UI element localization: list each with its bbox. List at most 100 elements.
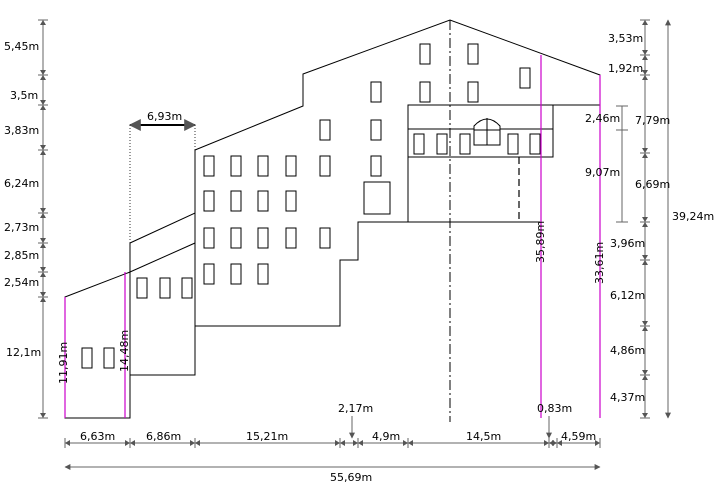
- dimension-arrowhead: [642, 75, 648, 80]
- dimension-arrowhead: [642, 321, 648, 326]
- dimension-arrowhead: [642, 413, 648, 418]
- mid-dim-label-0: 2,46m: [585, 112, 620, 125]
- bottom-dim-label-7: 4,59m: [561, 430, 596, 443]
- second-annex-outline: [129, 212, 196, 418]
- dimension-arrowhead: [642, 255, 648, 260]
- dimension-arrowhead: [358, 440, 363, 446]
- right-outer-dim-label: 39,24m: [672, 210, 714, 223]
- main-building-outline: [194, 19, 601, 327]
- left-dim-label-5: 2,85m: [4, 249, 39, 262]
- mid-dim-label-1: 9,07m: [585, 166, 620, 179]
- window: [319, 119, 331, 141]
- dimension-arrowhead: [65, 440, 70, 446]
- dimension-arrowhead: [642, 55, 648, 60]
- vertical-label-11-91: 11,91m: [57, 342, 70, 384]
- window: [203, 190, 215, 212]
- dimension-arrowhead: [642, 50, 648, 55]
- window: [203, 155, 215, 177]
- dimension-arrowhead: [408, 440, 413, 446]
- dimension-arrowhead: [195, 440, 200, 446]
- window: [257, 190, 269, 212]
- total-dim-label: 55,69m: [330, 471, 372, 484]
- large-window: [363, 181, 391, 215]
- top-dimension: 6,93m: [128, 110, 197, 131]
- window: [413, 133, 425, 155]
- dimension-arrowhead: [40, 208, 46, 213]
- dimension-arrowhead: [552, 440, 557, 446]
- dimension-arrowhead: [40, 75, 46, 80]
- window: [230, 227, 242, 249]
- vertical-label-33-61: 33,61m: [593, 242, 606, 284]
- right-dim-label-2: 7,79m: [635, 114, 670, 127]
- window: [230, 263, 242, 285]
- dimension-arrowhead: [642, 326, 648, 331]
- dimension-arrowhead: [353, 440, 358, 446]
- window: [230, 155, 242, 177]
- left-dim-label-0: 5,45m: [4, 40, 39, 53]
- dimension-arrowhead: [125, 440, 130, 446]
- bottom-dim-label-1: 6,86m: [146, 430, 181, 443]
- dimension-arrowhead: [642, 260, 648, 265]
- bottom-dim-label-5: 14,5m: [466, 430, 501, 443]
- left-dim-label-2: 3,83m: [4, 124, 39, 137]
- window: [230, 190, 242, 212]
- window: [519, 67, 531, 89]
- dimension-arrowhead: [40, 213, 46, 218]
- vertical-height-labels: 11,91m 14,48m 35,89m 33,61m: [57, 221, 606, 384]
- window: [319, 155, 331, 177]
- dimension-arrowhead: [642, 70, 648, 75]
- bottom-dim-label-4: 4,9m: [372, 430, 400, 443]
- dimension-arrowhead: [642, 153, 648, 158]
- bottom-dim-label-2: 15,21m: [246, 430, 288, 443]
- window: [136, 277, 148, 299]
- window: [419, 43, 431, 65]
- dimension-arrowhead: [642, 217, 648, 222]
- dimension-arrowhead: [642, 148, 648, 153]
- mid-dimension-chain: 2,46m 9,07m: [585, 105, 628, 223]
- left-dimension-chain: 5,45m 3,5m 3,83m 6,24m 2,73m 2,85m 2,54m…: [4, 19, 48, 419]
- dimension-arrowhead: [642, 20, 648, 25]
- right-dim-label-1: 1,92m: [608, 62, 643, 75]
- dimension-arrowhead: [40, 150, 46, 155]
- window: [257, 263, 269, 285]
- dimension-arrowhead: [130, 440, 135, 446]
- second-annex-eave-line: [129, 242, 196, 273]
- dimension-arrowhead: [40, 292, 46, 297]
- height-markers: [64, 55, 601, 418]
- vertical-label-35-89: 35,89m: [534, 221, 547, 263]
- window: [467, 43, 479, 65]
- right-dim-label-4: 3,96m: [610, 237, 645, 250]
- window: [257, 155, 269, 177]
- dimension-arrowhead: [403, 440, 408, 446]
- window: [159, 277, 171, 299]
- window: [529, 133, 541, 155]
- right-dimension-chain: 3,53m 1,92m 7,79m 6,69m 3,96m 6,12m 4,86…: [608, 19, 714, 419]
- dimension-arrowhead: [40, 238, 46, 243]
- dimension-arrowhead: [40, 243, 46, 248]
- left-dim-label-7: 12,1m: [6, 346, 41, 359]
- window: [285, 190, 297, 212]
- bottom-dim-label-3: 2,17m: [338, 402, 373, 415]
- dimension-arrowhead: [335, 440, 340, 446]
- window: [203, 263, 215, 285]
- window: [507, 133, 519, 155]
- window: [203, 227, 215, 249]
- window: [436, 133, 448, 155]
- left-dim-label-3: 6,24m: [4, 177, 39, 190]
- dimension-arrowhead: [642, 370, 648, 375]
- window: [285, 227, 297, 249]
- dimension-arrowhead: [340, 440, 345, 446]
- dimension-arrowhead: [544, 440, 549, 446]
- bottom-dim-label-0: 6,63m: [80, 430, 115, 443]
- bottom-dimension-chain: 6,63m 6,86m 15,21m 2,17m 4,9m 14,5m 0,83…: [64, 402, 601, 448]
- dimension-arrowhead: [190, 440, 195, 446]
- dimension-arrowhead: [40, 267, 46, 272]
- window: [181, 277, 193, 299]
- bottom-dim-label-6: 0,83m: [537, 402, 572, 415]
- dimension-arrowhead: [40, 297, 46, 302]
- window: [319, 227, 331, 249]
- window: [103, 347, 115, 369]
- window: [419, 81, 431, 103]
- window: [285, 155, 297, 177]
